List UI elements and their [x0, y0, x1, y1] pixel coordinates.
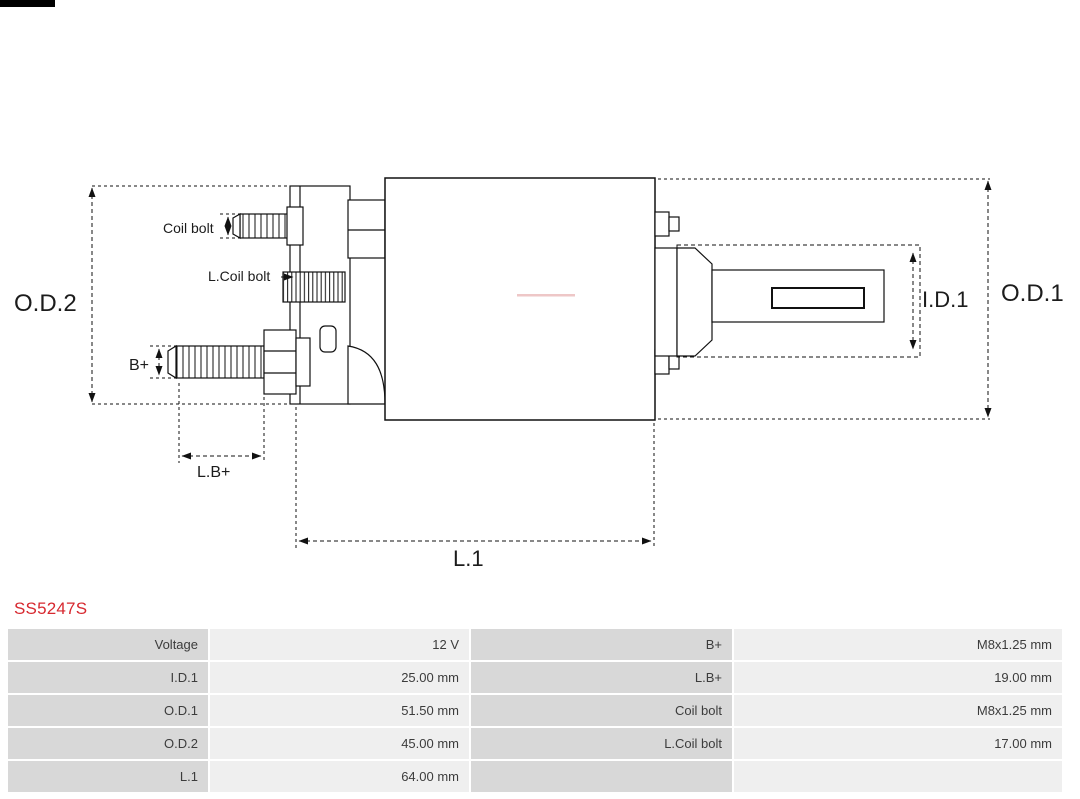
spec-value: 19.00 mm — [734, 662, 1062, 693]
spec-value: 45.00 mm — [210, 728, 469, 759]
dimension-labels-group: O.D.2 O.D.1 I.D.1 L.1 L.B+ B+ Coil bolt … — [14, 220, 1064, 571]
dimension-lines-group — [88, 178, 992, 548]
spec-value: M8x1.25 mm — [734, 695, 1062, 726]
dim-label-od1: O.D.1 — [1001, 280, 1064, 307]
spec-value: 64.00 mm — [210, 761, 469, 792]
solenoid-body-group — [167, 177, 885, 421]
spec-value: 51.50 mm — [210, 695, 469, 726]
dim-label-lb: L.B+ — [197, 464, 230, 481]
spec-value — [734, 761, 1062, 792]
spec-value: 12 V — [210, 629, 469, 660]
spec-label: L.B+ — [471, 662, 732, 693]
spec-label: L.1 — [8, 761, 208, 792]
dim-label-coil-bolt: Coil bolt — [163, 220, 214, 236]
product-code: SS5247S — [14, 599, 88, 618]
spec-value: 25.00 mm — [210, 662, 469, 693]
spec-value: 17.00 mm — [734, 728, 1062, 759]
spec-label: O.D.1 — [8, 695, 208, 726]
solenoid-drawing-svg: O.D.2 O.D.1 I.D.1 L.1 L.B+ B+ Coil bolt … — [14, 177, 1064, 571]
spec-label — [471, 761, 732, 792]
spec-label: Coil bolt — [471, 695, 732, 726]
spec-label: B+ — [471, 629, 732, 660]
dim-label-l-coil-bolt: L.Coil bolt — [208, 268, 270, 284]
dim-label-od2: O.D.2 — [14, 290, 77, 317]
dim-label-id1: I.D.1 — [922, 287, 968, 312]
spec-label: Voltage — [8, 629, 208, 660]
spec-label: O.D.2 — [8, 728, 208, 759]
spec-value: M8x1.25 mm — [734, 629, 1062, 660]
specification-table: Voltage 12 V B+ M8x1.25 mm I.D.1 25.00 m… — [8, 629, 1062, 792]
corner-artifact — [0, 0, 55, 7]
dim-label-l1: L.1 — [453, 546, 484, 571]
spec-label: I.D.1 — [8, 662, 208, 693]
spec-label: L.Coil bolt — [471, 728, 732, 759]
watermark-line — [517, 294, 575, 297]
dim-label-b: B+ — [129, 357, 149, 374]
solenoid-technical-drawing: O.D.2 O.D.1 I.D.1 L.1 L.B+ B+ Coil bolt … — [14, 177, 1064, 571]
